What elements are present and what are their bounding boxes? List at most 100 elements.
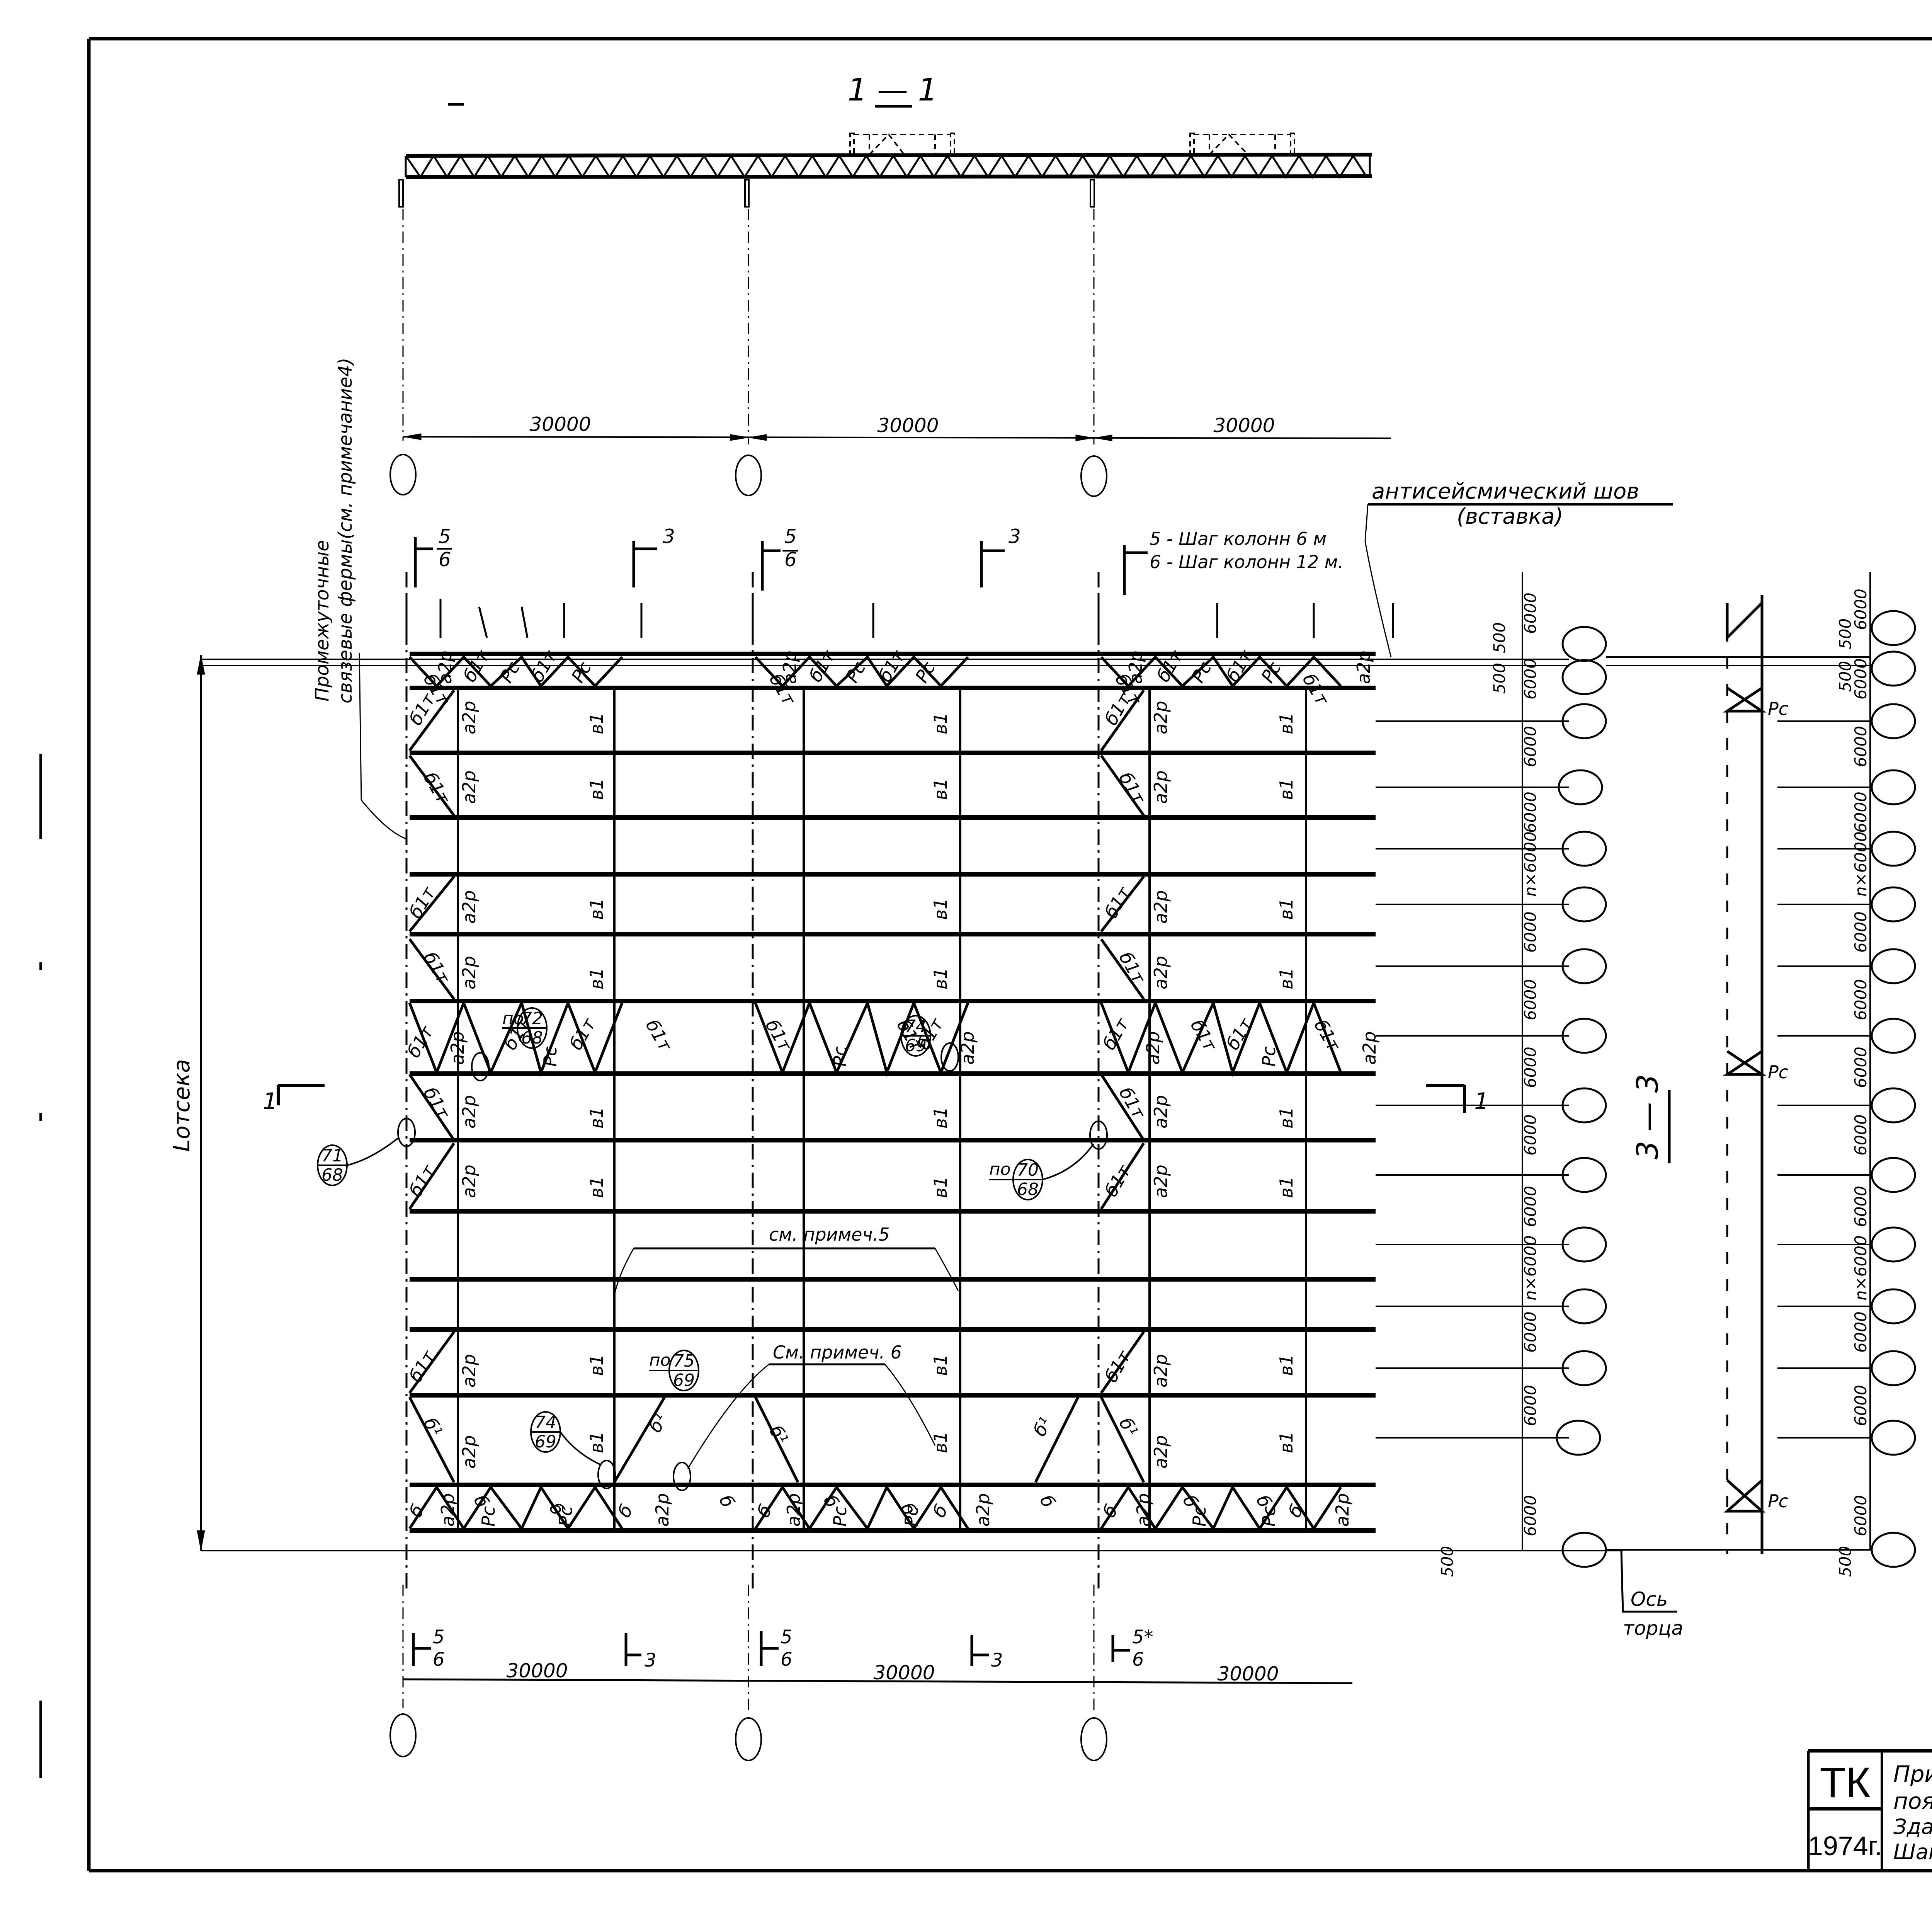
svg-text:а2р: а2р xyxy=(1332,1493,1353,1527)
title-line-2: поясам стропильных ферм пролетом 30м. xyxy=(1893,1788,1932,1814)
callout-prefix: по xyxy=(649,1350,671,1370)
svg-text:в1: в1 xyxy=(930,1354,951,1376)
svg-text:в1: в1 xyxy=(1276,1107,1297,1129)
bottom-section-marker-labels: 5 6 3 5 6 3 5* 6 30000 30000 30000 Ось т… xyxy=(433,1588,1683,1685)
svg-text:Рс: Рс xyxy=(1768,1491,1788,1512)
svg-text:а2р: а2р xyxy=(1150,770,1171,804)
svg-text:б1т: б1т xyxy=(405,1347,440,1386)
svg-text:6000: 6000 xyxy=(1851,1311,1870,1353)
callout-top: 74 xyxy=(535,1413,556,1432)
section-cut-left: 1 xyxy=(263,1088,277,1115)
svg-text:б1т: б1т xyxy=(641,1016,676,1055)
notes-title: Примечания: xyxy=(1917,618,1932,662)
svg-text:б1т: б1т xyxy=(1100,883,1135,922)
svg-text:б¹: б¹ xyxy=(1115,1414,1142,1440)
svg-text:в1: в1 xyxy=(1276,778,1297,800)
svg-text:5*: 5* xyxy=(1132,1626,1153,1648)
span-dimension: 30000 xyxy=(1213,414,1275,437)
svg-text:6000: 6000 xyxy=(1521,726,1540,767)
svg-text:Рс: Рс xyxy=(842,658,870,686)
svg-text:30000: 30000 xyxy=(873,1662,935,1684)
year: 1974г. xyxy=(1808,1831,1882,1861)
leader-note-5: см. примеч.5 xyxy=(769,1224,889,1245)
callout-top: 75 xyxy=(673,1351,695,1371)
svg-text:Рс: Рс xyxy=(830,1046,850,1067)
callout-bottom: 68 xyxy=(521,1028,543,1048)
bracing-plan xyxy=(197,503,1916,1761)
svg-text:б: б xyxy=(614,1501,637,1521)
svg-text:а2р: а2р xyxy=(779,650,800,684)
callout-top: 70 xyxy=(1017,1160,1039,1180)
callout-bottom: 69 xyxy=(905,1036,927,1056)
end-axis-label-2: торца xyxy=(1623,1617,1683,1639)
svg-text:а2р: а2р xyxy=(459,890,480,924)
svg-text:а2р: а2р xyxy=(459,1354,480,1388)
span-dimension: 30000 xyxy=(529,413,591,436)
svg-text:Рс: Рс xyxy=(540,1046,561,1067)
node-callout-text: 72 68 по 74 69 71 68 70 68 по 75 69 по 7… xyxy=(321,1009,1039,1452)
svg-text:б¹: б¹ xyxy=(419,1414,446,1440)
svg-text:а2р: а2р xyxy=(973,1493,993,1527)
svg-text:Рс: Рс xyxy=(901,1506,922,1527)
svg-text:в1: в1 xyxy=(586,778,607,800)
svg-text:6000: 6000 xyxy=(1521,1047,1540,1088)
svg-text:а2р: а2р xyxy=(652,1493,673,1527)
svg-text:Рс: Рс xyxy=(1259,1506,1279,1527)
svg-text:б¹: б¹ xyxy=(1029,1414,1056,1440)
svg-text:в1: в1 xyxy=(930,713,951,734)
svg-text:в1: в1 xyxy=(930,898,951,920)
node-callouts xyxy=(317,1007,1094,1466)
svg-text:6000: 6000 xyxy=(1851,1186,1870,1227)
svg-text:в1: в1 xyxy=(930,968,951,989)
svg-text:а2р: а2р xyxy=(1150,1165,1171,1198)
svg-text:в1: в1 xyxy=(1276,1354,1297,1376)
svg-text:6000: 6000 xyxy=(1521,1385,1540,1426)
svg-text:Рс: Рс xyxy=(1187,658,1216,686)
svg-text:а2р: а2р xyxy=(1359,1031,1380,1065)
span-dimension: 30000 xyxy=(877,414,939,437)
svg-text:б: б xyxy=(1284,1501,1308,1521)
svg-text:в1: в1 xyxy=(1276,898,1297,920)
svg-text:n×6000: n×6000 xyxy=(1521,831,1540,897)
svg-text:а2р: а2р xyxy=(1133,1493,1154,1527)
svg-text:в1: в1 xyxy=(930,1432,951,1453)
section-1-1 xyxy=(389,103,1391,497)
svg-text:б: б xyxy=(1036,1491,1059,1512)
svg-text:в1: в1 xyxy=(930,778,951,800)
svg-text:Рс: Рс xyxy=(911,658,939,686)
svg-text:б1т: б1т xyxy=(419,1084,454,1123)
svg-text:в1: в1 xyxy=(930,1176,951,1198)
svg-text:6000: 6000 xyxy=(1851,1495,1870,1536)
leader-notes: см. примеч.5 См. примеч. 6 xyxy=(769,1224,902,1363)
svg-text:а2р: а2р xyxy=(957,1031,978,1065)
svg-text:б: б xyxy=(929,1501,952,1521)
svg-text:6: 6 xyxy=(781,1649,793,1670)
svg-text:а2р: а2р xyxy=(1150,1095,1171,1129)
svg-text:а2р: а2р xyxy=(459,701,480,734)
row-dimensions-left: 500 6000 500 6000 6000 6000 n×6000 6000 … xyxy=(1438,592,1540,1577)
svg-text:Рс: Рс xyxy=(478,1506,499,1527)
svg-text:n×6000: n×6000 xyxy=(1851,831,1870,897)
svg-text:6: 6 xyxy=(1132,1649,1144,1670)
svg-text:в1: в1 xyxy=(1276,1432,1297,1453)
marker-num: 3 xyxy=(663,525,675,548)
svg-text:5: 5 xyxy=(781,1626,793,1648)
svg-text:в1: в1 xyxy=(586,1354,607,1376)
svg-text:б1т: б1т xyxy=(1222,1014,1257,1053)
svg-text:а2р: а2р xyxy=(783,1493,804,1527)
svg-text:500: 500 xyxy=(1490,663,1509,694)
svg-text:6000: 6000 xyxy=(1521,911,1540,953)
svg-text:б1т: б1т xyxy=(1099,1014,1133,1053)
title-block-text: ТК 1974г. Пример решения схемы связей по… xyxy=(1808,1759,1932,1864)
svg-text:б1т: б1т xyxy=(419,948,454,987)
svg-text:а2р: а2р xyxy=(1150,1435,1171,1469)
svg-text:6000: 6000 xyxy=(1521,1495,1540,1536)
left-labels: Lотсека Промежуточные связевые фермы(см.… xyxy=(168,358,1671,1163)
svg-text:Рс: Рс xyxy=(496,658,524,686)
svg-text:Рс: Рс xyxy=(555,1506,576,1527)
intermediate-label-2: связевые фермы(см. примечание4) xyxy=(335,358,356,703)
seismic-joint-text: антисейсмический шов xyxy=(1372,479,1639,504)
svg-text:6000: 6000 xyxy=(1521,1186,1540,1227)
callout-prefix: по xyxy=(989,1159,1011,1179)
svg-text:Рс: Рс xyxy=(1257,658,1285,686)
